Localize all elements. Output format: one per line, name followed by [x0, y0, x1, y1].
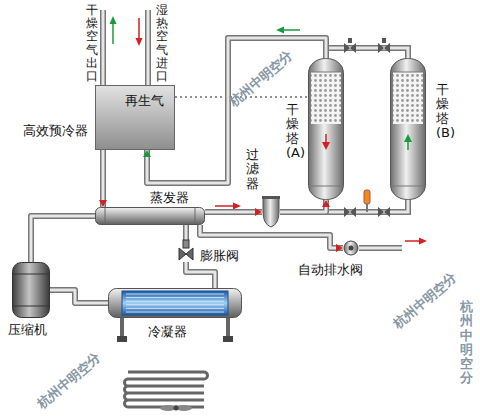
pipe-connector	[186, 225, 187, 240]
filter-symbol-outline	[262, 196, 280, 228]
watermark: 杭州中明空分	[460, 300, 473, 386]
compressor-tank: 压缩机	[12, 262, 50, 318]
pipe-connector	[99, 150, 107, 207]
part-label: 高效预冷器	[23, 123, 88, 138]
arrow-head	[336, 244, 343, 252]
pipe-connector	[31, 216, 95, 262]
pipe-connector	[205, 208, 262, 216]
part-label: 自动排水阀	[298, 262, 363, 277]
compressor-tank-outline	[12, 262, 50, 318]
watermark: 杭州中明空分	[389, 269, 460, 333]
arrow-head	[322, 200, 330, 207]
evaporator-cylinder-outline	[95, 207, 205, 225]
part-label: 膨胀阀	[200, 248, 239, 263]
dryer-tower: 干燥塔(B)	[390, 58, 426, 200]
evaporator-cylinder: 蒸发器	[95, 207, 205, 225]
part-label: 干燥塔(A)	[286, 103, 299, 160]
dryer-tower: 干燥塔(A)	[308, 58, 344, 200]
part-label: 蒸发器	[150, 190, 189, 205]
pipe-connector	[50, 290, 108, 303]
part-label: 压缩机	[8, 322, 47, 337]
condenser-cylinder: 冷凝器	[108, 288, 242, 318]
dryer-tower-outline	[390, 58, 426, 200]
watermark: 杭州中明空分	[225, 47, 296, 111]
arrow-head	[143, 150, 151, 157]
dryer-tower-outline	[308, 58, 344, 200]
pipe-connector	[200, 225, 343, 252]
expansion-valve: 膨胀阀	[178, 240, 194, 262]
expansion-valve-outline	[178, 240, 194, 262]
drain-valve: 自动排水阀	[343, 240, 359, 256]
condenser-cylinder-outline	[108, 288, 242, 318]
inlet-label: 湿热空气进口	[156, 4, 168, 83]
drain-valve-outline	[343, 240, 359, 256]
filter-symbol: 过滤器	[262, 196, 280, 228]
pipe-connector	[186, 262, 215, 288]
part-label: 干燥塔(B)	[436, 83, 449, 140]
part-label: 冷凝器	[148, 324, 187, 339]
pipe-connector	[280, 200, 330, 212]
part-label: 过滤器	[246, 148, 259, 191]
precooler-box: 高效预冷器再生气	[95, 85, 175, 150]
arrow-head	[99, 200, 107, 207]
outlet-label: 干燥空气出口	[86, 4, 98, 83]
watermark: 杭州中明空分	[33, 349, 104, 413]
part-label: 再生气	[125, 93, 164, 108]
arrow-head	[255, 208, 262, 216]
